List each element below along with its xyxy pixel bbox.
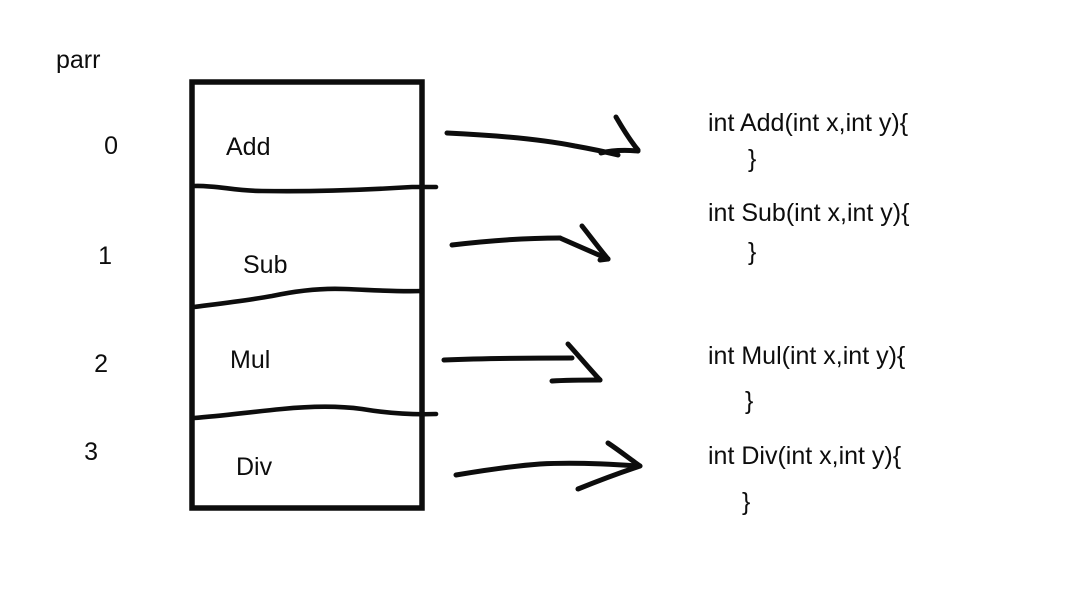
arrow-div (453, 440, 643, 492)
function-closing-div: } (742, 488, 751, 516)
array-divider-1-2 (191, 286, 425, 310)
arrow-add (444, 114, 641, 158)
function-signature-add: int Add(int x,int y){ (708, 109, 909, 137)
array-variable-label: parr (56, 46, 101, 74)
array-cell-sub: Sub (243, 251, 288, 279)
function-closing-add: } (748, 145, 757, 173)
array-index-0: 0 (104, 132, 118, 160)
array-box-outline (189, 79, 425, 511)
arrow-mul (441, 341, 603, 384)
function-signature-mul: int Mul(int x,int y){ (708, 342, 906, 370)
array-divider-0-1 (191, 183, 439, 194)
array-index-1: 1 (98, 242, 112, 270)
function-signature-div: int Div(int x,int y){ (708, 442, 902, 470)
array-index-3: 3 (84, 438, 98, 466)
function-closing-sub: } (748, 238, 757, 266)
array-divider-2-3 (191, 404, 439, 421)
function-closing-mul: } (745, 387, 754, 415)
function-signature-sub: int Sub(int x,int y){ (708, 199, 910, 227)
array-cell-mul: Mul (230, 346, 271, 374)
arrow-sub (449, 223, 611, 263)
array-index-2: 2 (94, 350, 108, 378)
array-cell-add: Add (226, 133, 271, 161)
array-cell-div: Div (236, 453, 273, 481)
